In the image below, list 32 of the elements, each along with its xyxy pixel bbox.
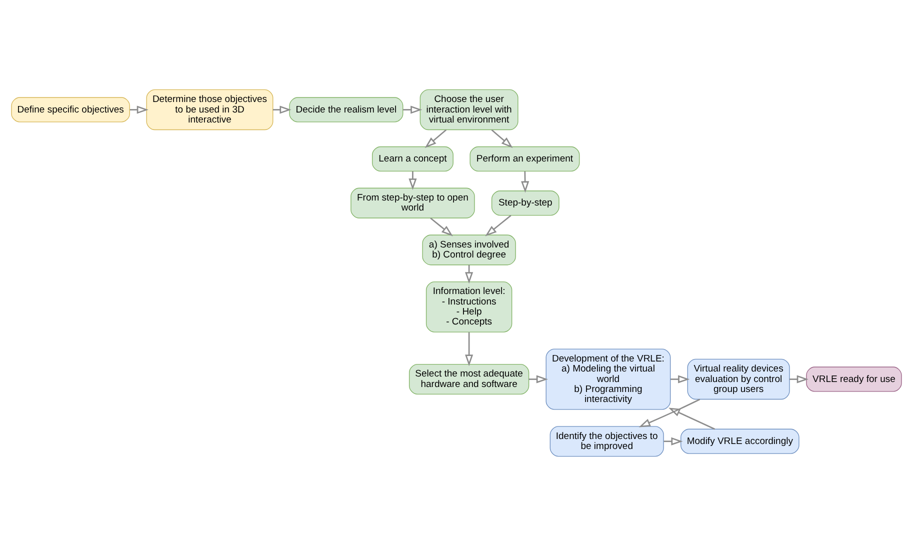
node-box: Define specific objectives	[11, 96, 130, 122]
node-box: Information level: - Instructions - Help - Concepts	[426, 280, 512, 332]
arrow	[790, 374, 808, 383]
node-box: Modify VRLE accordingly	[680, 428, 800, 454]
arrow	[130, 105, 148, 114]
arrow	[424, 128, 447, 148]
node-box: Learn a concept	[372, 146, 454, 172]
arrow	[670, 374, 690, 383]
node-box: From step-by-step to open world	[350, 187, 475, 218]
node-box: Development of the VRLE: a) Modeling the virtual world b) Programming interactivity	[546, 348, 671, 410]
arrow	[430, 217, 453, 236]
node-box: Select the most adequate hardware and software	[408, 363, 530, 394]
arrow	[668, 407, 716, 430]
arrow	[521, 170, 530, 192]
arrow	[491, 128, 513, 148]
arrow	[272, 105, 292, 114]
arrow	[528, 374, 548, 383]
node-box: Determine those objectives to be used in 3D interactive	[146, 88, 274, 130]
arrow	[465, 332, 474, 366]
node-box: Step-by-step	[491, 190, 560, 216]
node-box: Virtual reality devices evaluation by control group users	[687, 358, 790, 400]
node-box: Choose the user interaction level with virtual environment	[420, 88, 518, 130]
node-box: Perform an experiment	[470, 146, 580, 172]
arrow	[485, 214, 512, 236]
node-box: Identify the objectives to be improved	[550, 426, 664, 456]
arrow	[403, 105, 422, 114]
node-box: Decide the realism level	[289, 96, 404, 122]
node-box: a) Senses involved b) Control degree	[422, 234, 516, 265]
node-box: VRLE ready for use	[806, 366, 902, 392]
arrow	[408, 170, 417, 190]
arrow	[664, 436, 683, 445]
arrow	[638, 398, 700, 427]
